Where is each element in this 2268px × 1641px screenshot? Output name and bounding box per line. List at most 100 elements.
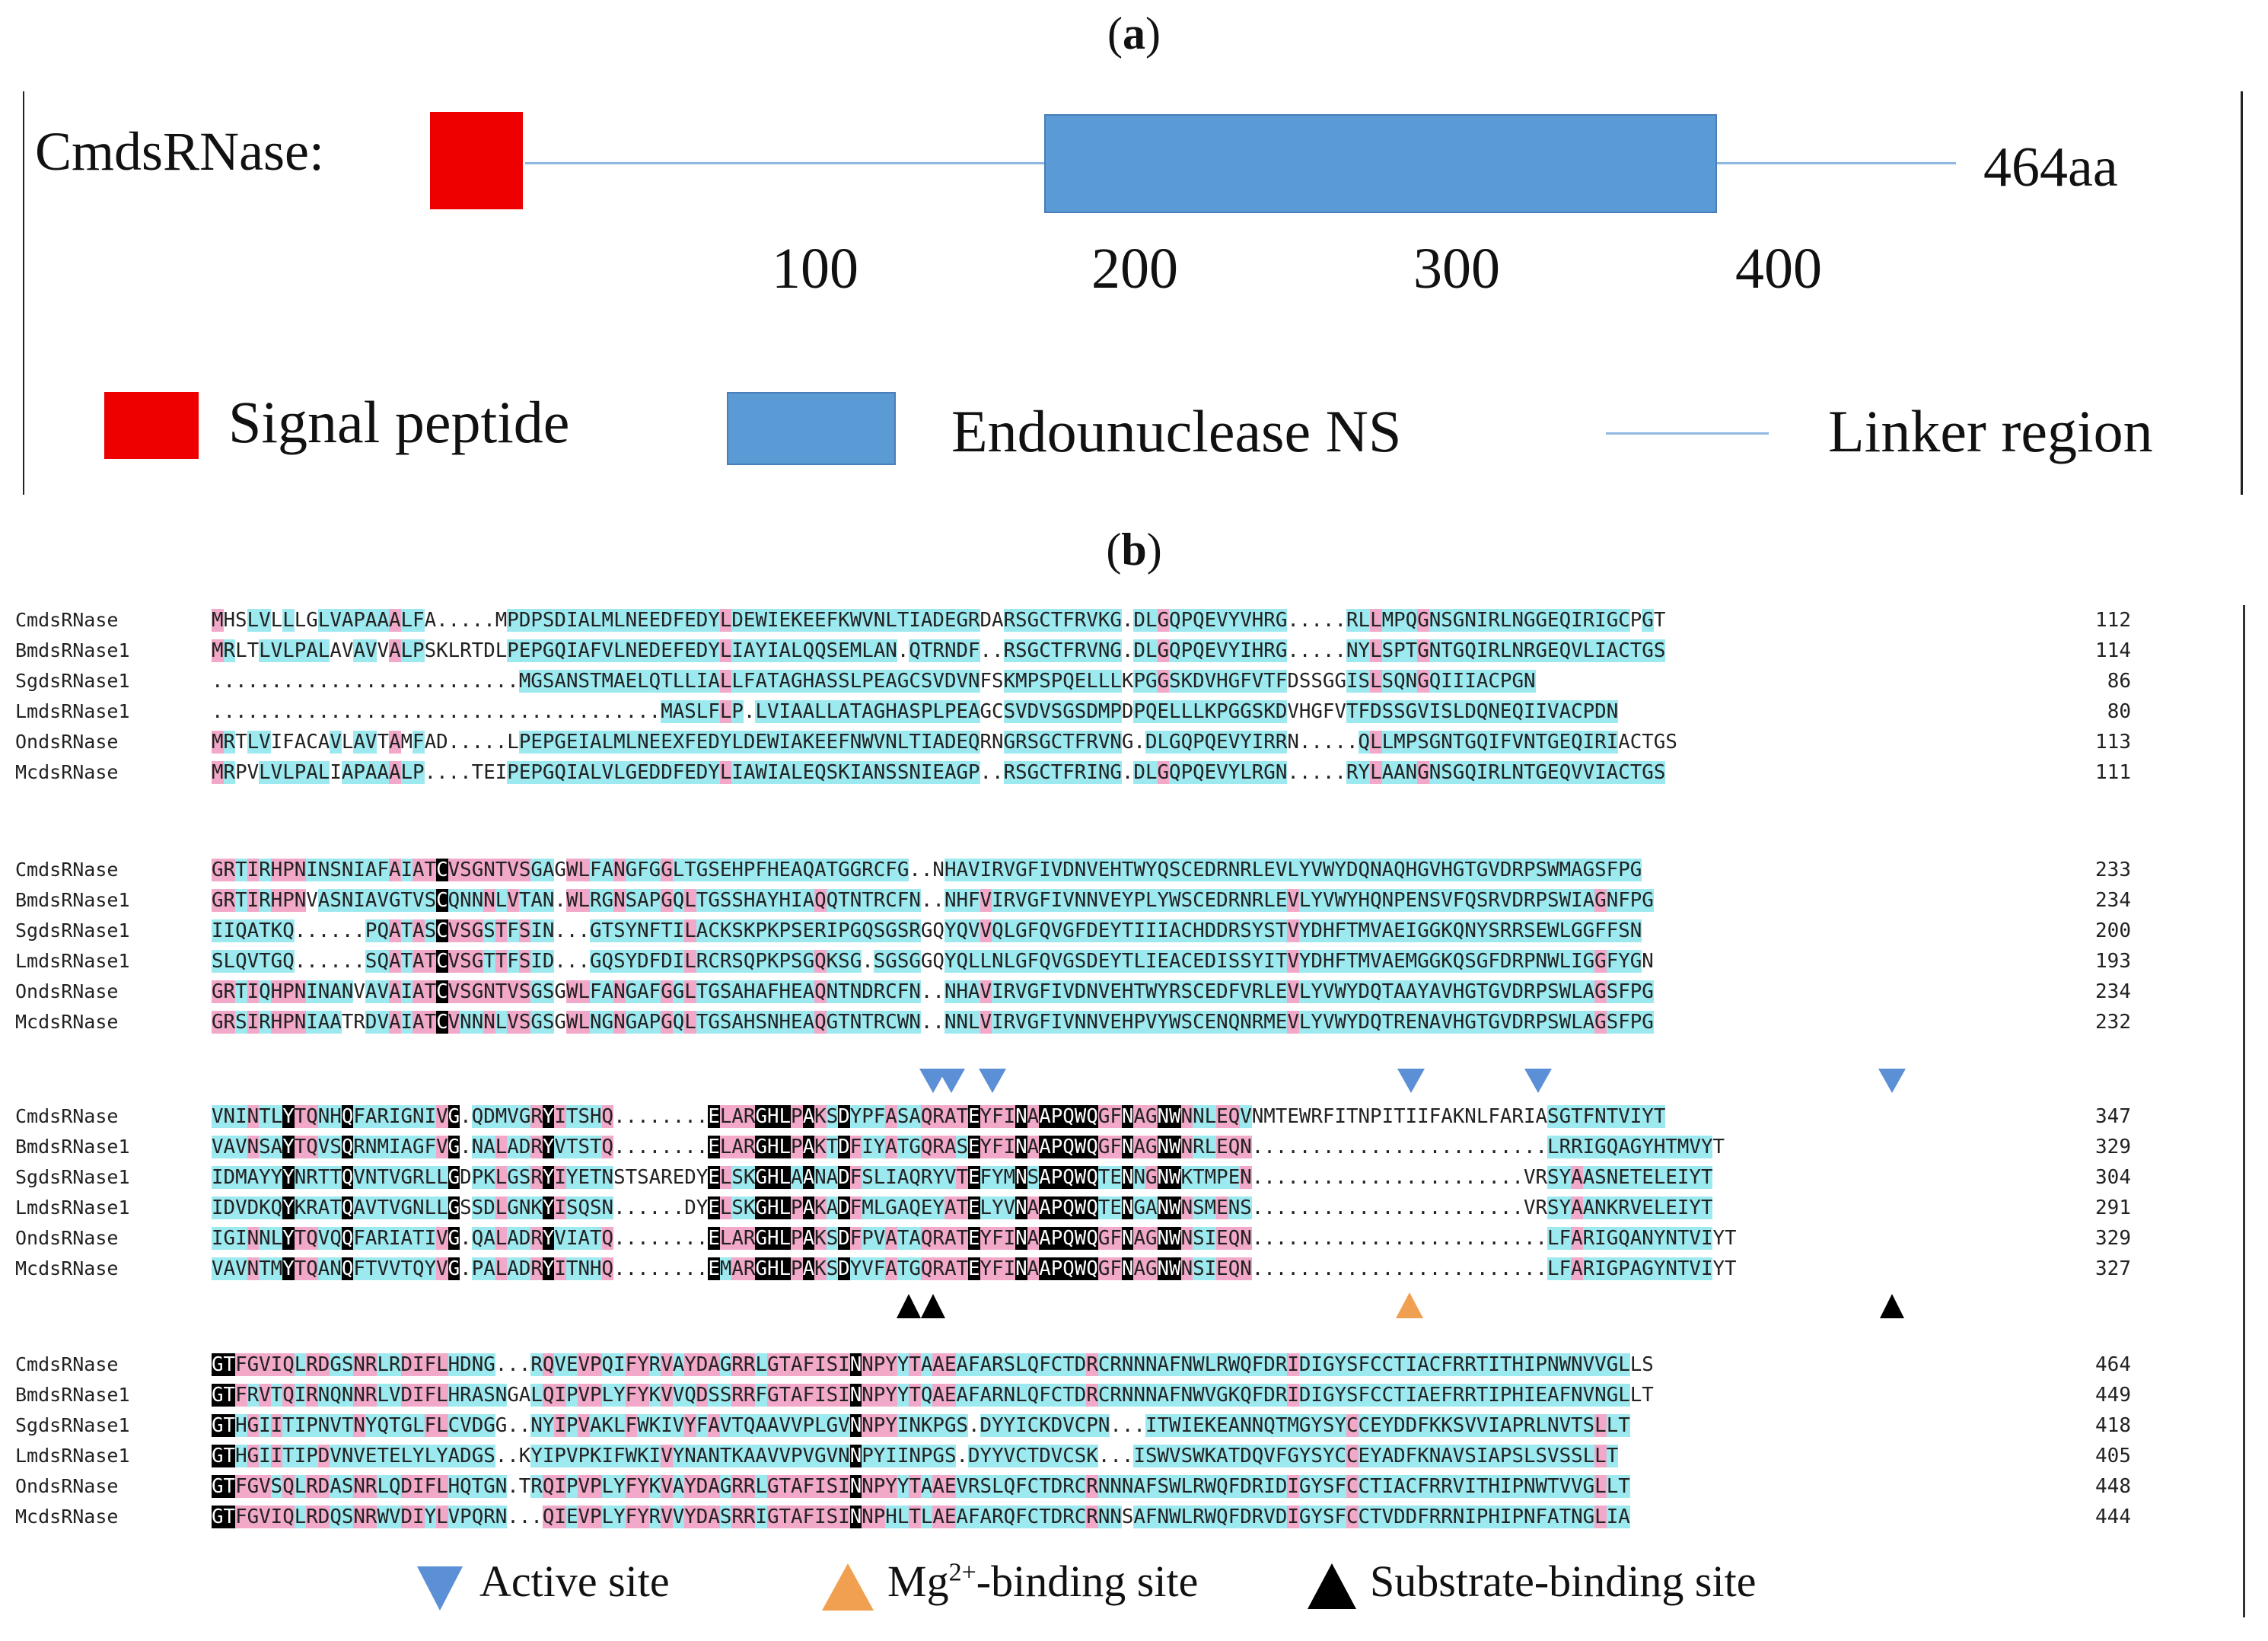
residue-count: 232 [2095,1011,2131,1034]
axis-tick-100: 100 [772,237,858,301]
sequence-name: BmdsRNase1 [15,1384,130,1406]
sequence-residues: GTFRVTQIRNQNNRLVDIFLHRASNGALQIPVPLYFYKVV… [212,1384,1654,1407]
sequence-name: CmdsRNase [15,1353,119,1375]
substrate-binding-marker [1880,1294,1904,1318]
sequence-name: SgdsRNase1 [15,670,130,692]
sequence-name: LmdsRNase1 [15,700,130,722]
sequence-name: CmdsRNase [15,859,119,881]
legend-linker-line [1606,432,1769,435]
panel-a-label: (a) [1107,8,1161,59]
alignment-row: LmdsRNase1..............................… [15,696,2131,727]
sequence-residues: GTHGIITIPDVNVETELYLYADGS..KYIPVPKIFWKIVY… [212,1445,1619,1467]
residue-count: 347 [2095,1105,2131,1128]
legend-mg-label: Mg2+-binding site [887,1557,1199,1606]
sequence-name: LmdsRNase1 [15,1445,130,1467]
residue-count: 193 [2095,950,2131,973]
active-site-marker [979,1069,1006,1093]
axis-tick-200: 200 [1091,237,1178,301]
legend-linker-label: Linker region [1828,398,2153,464]
sequence-name: BmdsRNase1 [15,889,130,911]
residue-count: 200 [2095,919,2131,942]
sequence-residues: IIQATKQ......PQATASCVSGSTFSIN...GTSYNFTI… [212,919,1642,942]
sequence-name: McdsRNase [15,1506,119,1528]
sequence-residues: VAVNSAYTQVSQRNMIAGFVG.NALADRYVTSTQ......… [212,1136,1725,1158]
sequence-residues: GRTIRHPNVASNIAVGTVSCQNNNLVTAN.WLRGNSAPGQ… [212,889,1654,912]
sequence-name: OndsRNase [15,1475,119,1497]
legend-signal-swatch [104,392,199,459]
sequence-residues: IGINNLYTQVQQFARIATIVG.QALADRYVIATQ......… [212,1227,1737,1250]
sequence-name: SgdsRNase1 [15,1166,130,1188]
sequence-name: McdsRNase [15,761,119,783]
residue-count: 304 [2095,1166,2131,1189]
axis-tick-300: 300 [1413,237,1500,301]
sequence-name: BmdsRNase1 [15,1136,130,1158]
residue-count: 234 [2095,889,2131,912]
residue-count: 444 [2095,1506,2131,1528]
residue-count: 233 [2095,859,2131,881]
sequence-name: LmdsRNase1 [15,950,130,972]
residue-count: 448 [2095,1475,2131,1498]
sequence-name: CmdsRNase [15,1105,119,1127]
residue-count: 114 [2095,639,2131,662]
alignment-row: OndsRNase MRTLVIFACAVLAVTAMFAD.....LPEPGE… [15,727,2131,757]
alignment-row: OndsRNase GTFGVSQLRDASNRLQDIFLHQTGN.TRQIP… [15,1471,2131,1502]
sequence-residues: GRSIRHPNIAATRDVAIATCVNNNLVSGSGWLNGNGAPGQ… [212,1011,1654,1034]
sequence-name: BmdsRNase1 [15,639,130,661]
residue-count: 111 [2095,761,2131,784]
sequence-residues: GTFGVSQLRDASNRLQDIFLHQTGN.TRQIPVPLYFYKVA… [212,1475,1630,1498]
residue-count: 405 [2095,1445,2131,1467]
sequence-name: SgdsRNase1 [15,919,130,942]
residue-count: 291 [2095,1196,2131,1219]
sequence-name: OndsRNase [15,731,119,753]
active-site-marker [1524,1069,1552,1093]
active-site-marker [1878,1069,1906,1093]
mg-binding-marker [1396,1292,1423,1318]
alignment-row: BmdsRNase1 GTFRVTQIRNQNNRLVDIFLHRASNGALQI… [15,1380,2131,1410]
sequence-residues: MRPVLVLPALIAPAAALP....TEIPEPGQIALVLGEDDF… [212,761,1666,784]
sequence-name: CmdsRNase [15,609,119,631]
alignment-row: CmdsRNase GTFGVIQLRDGSNRLRDIFLHDNG...RQVE… [15,1349,2131,1380]
legend-active-label: Active site [479,1557,670,1606]
panel-a-frame [23,91,2243,495]
legend-active-icon [417,1566,463,1611]
residue-count: 234 [2095,980,2131,1003]
sequence-residues: GTFGVIQLRDGSNRLRDIFLHDNG...RQVEVPQIFYRVA… [212,1353,1654,1376]
sequence-residues: GRTIQHPNINANVAVAIATCVSGNTVSGSGWLFANGAFGG… [212,980,1654,1003]
sequence-residues: GRTIRHPNINSNIAFAIATCVSGNTVSGAGWLFANGFGGL… [212,859,1642,881]
residue-count: 329 [2095,1227,2131,1250]
alignment-row: SgdsRNase1 IIQATKQ......PQATASCVSGSTFSIN.… [15,916,2131,946]
sequence-residues: SLQVTGQ......SQATATCVSGTTFSID...GQSYDFDI… [212,950,1654,973]
sequence-residues: IDMAYYYNRTTQVNTVGRLLGDPKLGSRYIYETNSTSARE… [212,1166,1713,1189]
protein-length-label: 464aa [1983,136,2118,199]
legend-mg-icon [822,1563,874,1611]
sequence-residues: VAVNTMYTQANQFTVVTQYVG.PALADRYITNHQ......… [212,1257,1737,1280]
panel-b-right-rule [2243,605,2245,1617]
residue-count: 86 [2107,670,2131,693]
sequence-residues: ..........................MGSANSTMAELQTL… [212,670,1536,693]
protein-name: CmdsRNase: [35,121,325,182]
sequence-residues: GTHGIITIPNVTNYQTGLFLCVDGG..NYIPVAKLFWKIV… [212,1414,1630,1437]
sequence-residues: MRTLVIFACAVLAVTAMFAD.....LPEPGEIALMLNEEX… [212,731,1677,754]
alignment-row: McdsRNase MRPVLVLPALIAPAAALP....TEIPEPGQI… [15,757,2131,788]
residue-count: 418 [2095,1414,2131,1437]
substrate-binding-marker [921,1294,945,1318]
substrate-binding-marker [897,1294,921,1318]
panel-b-label: (b) [1106,524,1162,575]
alignment-row: SgdsRNase1 ..........................MGSA… [15,666,2131,696]
active-site-marker [1397,1069,1425,1093]
sequence-name: McdsRNase [15,1011,119,1033]
alignment-row: CmdsRNase GRTIRHPNINSNIAFAIATCVSGNTVSGAGW… [15,855,2131,885]
alignment-row: McdsRNase GRSIRHPNIAATRDVAIATCVNNNLVSGSGW… [15,1007,2131,1037]
legend-endonuclease-swatch [727,392,896,465]
axis-tick-400: 400 [1735,237,1822,301]
sequence-residues: VNINTLYTQNHQFARIGNIVG.QDMVGRYITSHQ......… [212,1105,1666,1128]
residue-count: 112 [2095,609,2131,632]
residue-count: 327 [2095,1257,2131,1280]
